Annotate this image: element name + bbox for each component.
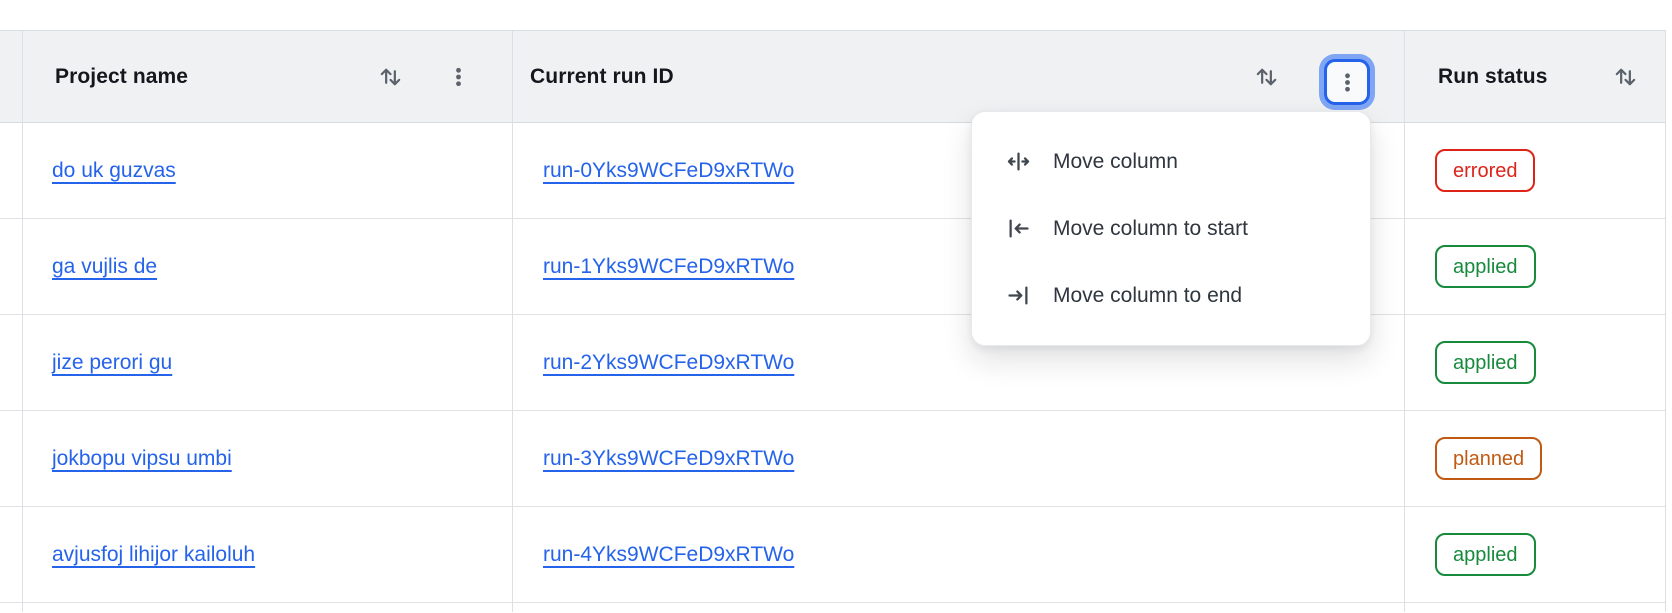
- column-label-current-run-id: Current run ID: [530, 64, 674, 88]
- table-row: jokbopu vipsu umbi run-3Yks9WCFeD9xRTWo …: [0, 411, 1666, 507]
- project-link[interactable]: jokbopu vipsu umbi: [52, 446, 232, 470]
- run-id-cell: run-2Yks9WCFeD9xRTWo: [543, 315, 794, 410]
- runs-table: Project name Current run ID: [0, 30, 1666, 613]
- project-name-cell: ga vujlis de: [52, 219, 157, 314]
- table-row: jize perori gu run-2Yks9WCFeD9xRTWo appl…: [0, 315, 1666, 411]
- run-id-cell: run-4Yks9WCFeD9xRTWo: [543, 507, 794, 602]
- project-link[interactable]: jize perori gu: [52, 350, 173, 374]
- run-id-link[interactable]: run-0Yks9WCFeD9xRTWo: [543, 158, 795, 182]
- project-name-cell: jokbopu vipsu umbi: [52, 411, 232, 506]
- run-id-cell: run-0Yks9WCFeD9xRTWo: [543, 123, 794, 218]
- table-right-edge: [1665, 31, 1666, 612]
- move-column-to-start-icon: [1009, 219, 1029, 238]
- run-id-cell: run-3Yks9WCFeD9xRTWo: [543, 411, 794, 506]
- move-column-icon: [1007, 152, 1030, 171]
- table-row: ga vujlis de run-1Yks9WCFeD9xRTWo applie…: [0, 219, 1666, 315]
- project-name-cell: avjusfoj lihijor kailoluh: [52, 507, 255, 602]
- kebab-menu-icon[interactable]: [447, 65, 470, 88]
- menu-item-label: Move column to end: [1053, 283, 1243, 307]
- column-header-project-name: Project name: [55, 65, 188, 89]
- run-status-cell: applied: [1435, 507, 1536, 602]
- run-status-cell: applied: [1435, 315, 1536, 410]
- run-id-link[interactable]: run-1Yks9WCFeD9xRTWo: [543, 254, 795, 278]
- menu-item-move-column-to-end[interactable]: Move column to end: [972, 262, 1370, 329]
- run-status-cell: planned: [1435, 411, 1543, 506]
- project-link[interactable]: avjusfoj lihijor kailoluh: [52, 542, 256, 566]
- table-row: do uk guzvas run-0Yks9WCFeD9xRTWo errore…: [0, 123, 1666, 219]
- menu-item-label: Move column to start: [1053, 216, 1248, 240]
- project-link[interactable]: ga vujlis de: [52, 254, 158, 278]
- kebab-menu-icon-focused[interactable]: [1324, 59, 1370, 105]
- status-badge: applied: [1435, 245, 1536, 288]
- column-divider: [1404, 31, 1405, 612]
- sort-arrows-icon[interactable]: [1612, 63, 1639, 90]
- run-status-cell: errored: [1435, 123, 1536, 218]
- project-name-cell: jize perori gu: [52, 315, 172, 410]
- column-label-project-name: Project name: [55, 64, 189, 88]
- table-row-partial: [0, 603, 1666, 613]
- column-divider: [512, 31, 513, 612]
- status-badge: errored: [1435, 149, 1536, 192]
- status-badge: applied: [1435, 533, 1536, 576]
- menu-item-move-column-to-start[interactable]: Move column to start: [972, 195, 1370, 262]
- sort-arrows-icon[interactable]: [377, 63, 404, 90]
- column-label-run-status: Run status: [1438, 64, 1548, 88]
- run-id-link[interactable]: run-3Yks9WCFeD9xRTWo: [543, 446, 795, 470]
- column-options-menu: Move column Move column to start Move co…: [971, 111, 1371, 346]
- status-badge: applied: [1435, 341, 1536, 384]
- sort-arrows-icon[interactable]: [1253, 63, 1280, 90]
- move-column-to-end-icon: [1008, 286, 1028, 305]
- table-row: avjusfoj lihijor kailoluh run-4Yks9WCFeD…: [0, 507, 1666, 603]
- run-id-link[interactable]: run-4Yks9WCFeD9xRTWo: [543, 542, 795, 566]
- menu-item-move-column[interactable]: Move column: [972, 128, 1370, 195]
- column-divider: [22, 31, 23, 612]
- run-status-cell: applied: [1435, 219, 1536, 314]
- run-id-cell: run-1Yks9WCFeD9xRTWo: [543, 219, 794, 314]
- table-body: do uk guzvas run-0Yks9WCFeD9xRTWo errore…: [0, 123, 1666, 613]
- project-link[interactable]: do uk guzvas: [52, 158, 176, 182]
- column-header-run-status: Run status: [1438, 65, 1548, 89]
- table-header-row: Project name Current run ID: [0, 31, 1666, 123]
- column-header-current-run-id: Current run ID: [530, 65, 674, 89]
- run-id-link[interactable]: run-2Yks9WCFeD9xRTWo: [543, 350, 795, 374]
- project-name-cell: do uk guzvas: [52, 123, 176, 218]
- menu-item-label: Move column: [1053, 149, 1178, 173]
- status-badge: planned: [1435, 437, 1543, 480]
